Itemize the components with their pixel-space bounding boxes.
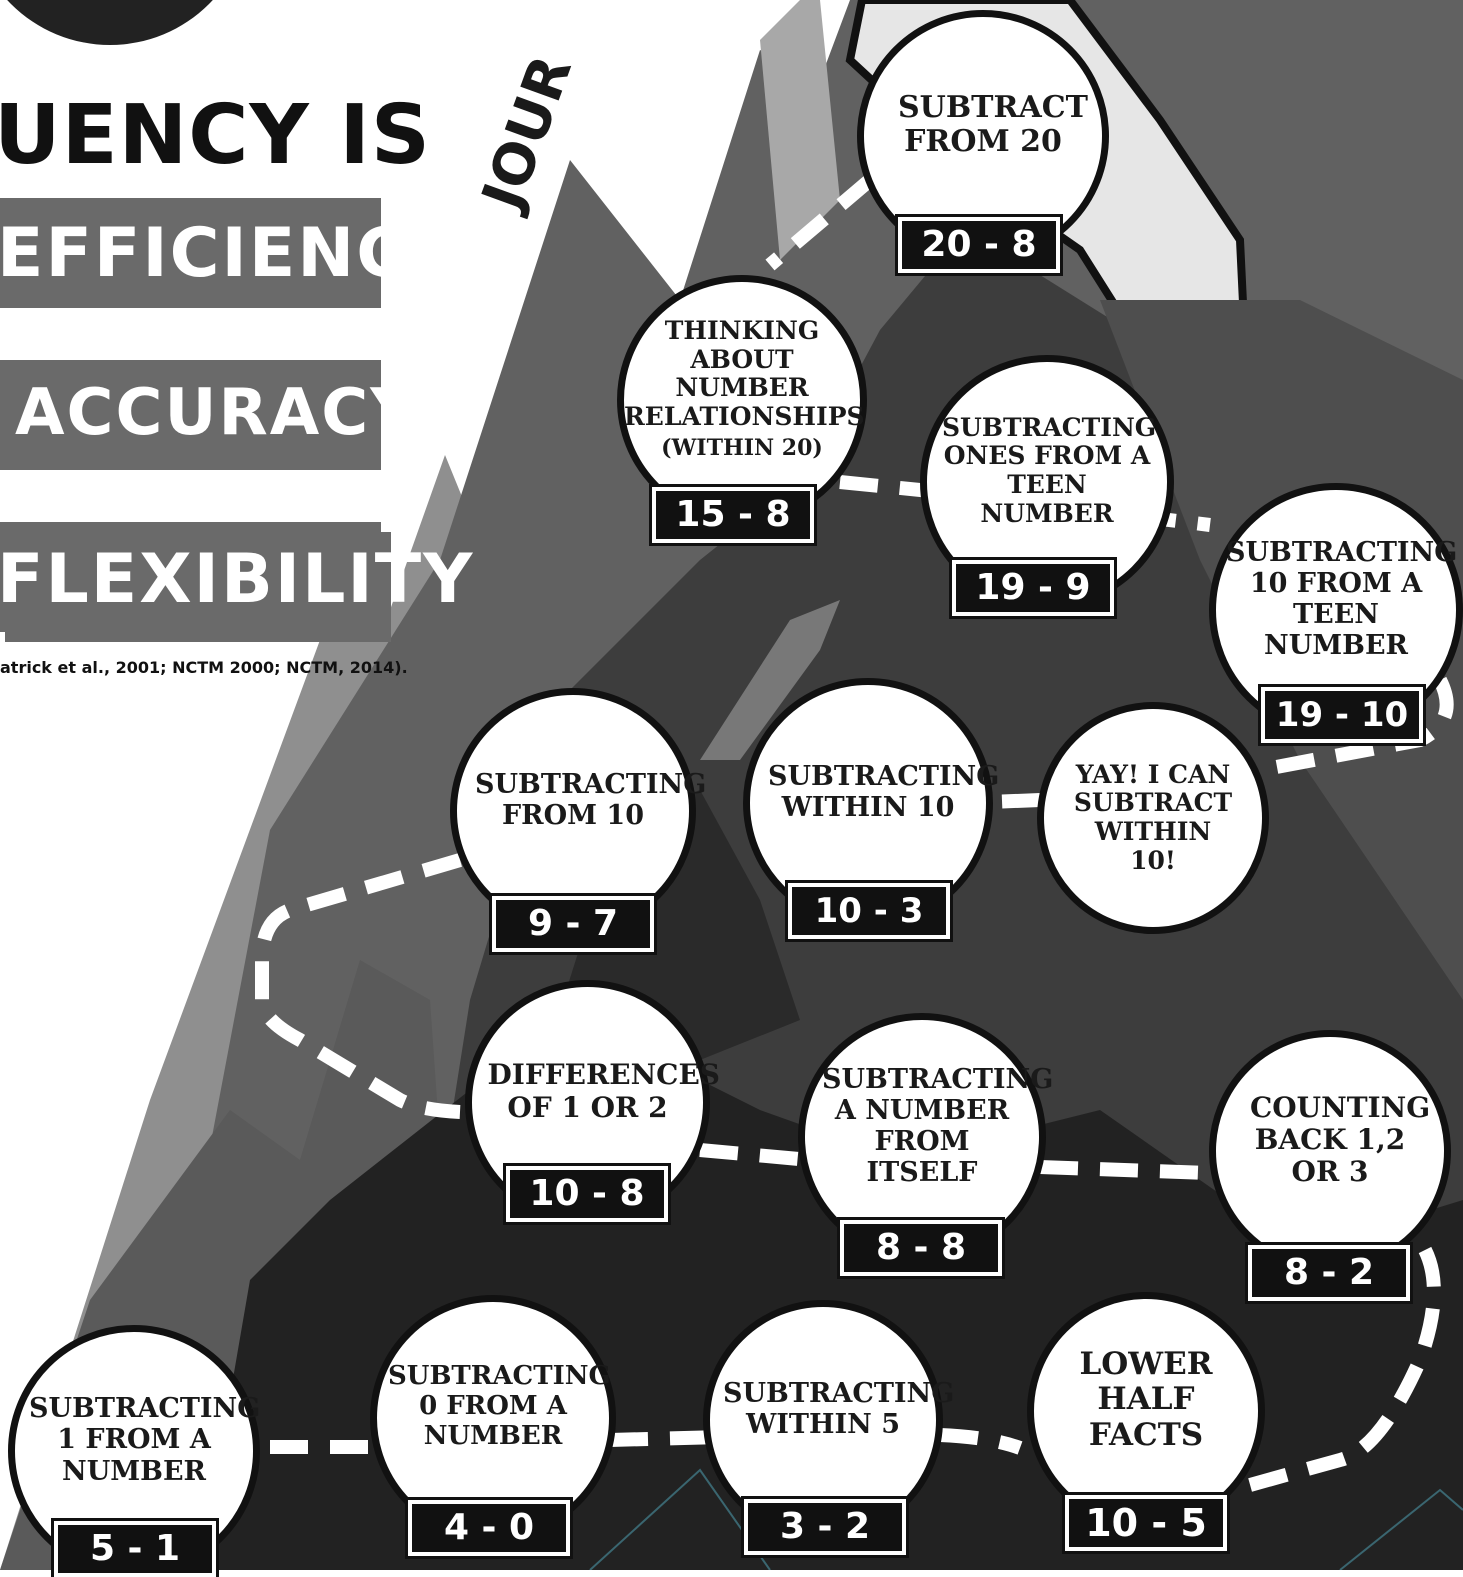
- milestone-circle: SUBTRACTING FROM 10: [450, 688, 707, 934]
- milestone-title: SUBTRACTING WITHIN 5: [723, 1377, 955, 1440]
- milestone-example: 4 - 0: [405, 1497, 573, 1559]
- milestone-subtitle: (WITHIN 20): [661, 434, 823, 461]
- milestone-title: SUBTRACTING 1 FROM A NUMBER: [29, 1393, 261, 1487]
- milestone-title: LOWER HALF FACTS: [1079, 1345, 1213, 1453]
- milestone-title: THINKING ABOUT NUMBER RELATIONSHIPS: [624, 315, 865, 432]
- mountain-peak-light: [760, 0, 840, 260]
- milestone-example: 15 - 8: [649, 484, 817, 546]
- milestone-title: DIFFERENCES OF 1 OR 2: [487, 1058, 721, 1124]
- milestone-title: SUBTRACTING ONES FROM A TEEN NUMBER: [942, 412, 1157, 528]
- milestone-title: SUBTRACTING 10 FROM A TEEN NUMBER: [1226, 536, 1458, 662]
- milestone-example: 19 - 10: [1258, 684, 1426, 746]
- milestone-example: 10 - 5: [1062, 1492, 1230, 1554]
- efficiency-label: EFFICIENCY: [0, 214, 460, 293]
- accuracy-bar: ACCURACY: [0, 360, 417, 470]
- accuracy-label: ACCURACY: [15, 376, 419, 450]
- milestone-title: SUBTRACTING FROM 10: [475, 768, 707, 831]
- flexibility-bar: FLEXIBILITY: [0, 522, 472, 632]
- fluency-heading: UENCY IS: [0, 88, 431, 183]
- milestone-title: YAY! I CAN SUBTRACT WITHIN 10!: [1073, 759, 1233, 875]
- milestone-circle: THINKING ABOUT NUMBER RELATIONSHIPS (WIT…: [617, 275, 867, 525]
- milestone-example: 20 - 8: [895, 214, 1063, 276]
- milestone-title: SUBTRACTING WITHIN 10: [768, 760, 1000, 823]
- mountain-ridge-highlight: [700, 600, 840, 760]
- milestone-title: SUBTRACTING 0 FROM A NUMBER: [388, 1361, 611, 1451]
- milestone-example: 10 - 3: [785, 880, 953, 942]
- efficiency-bar: EFFICIENCY: [0, 198, 457, 308]
- citation: atrick et al., 2001; NCTM 2000; NCTM, 20…: [0, 658, 408, 677]
- milestone-title: COUNTING BACK 1,2 OR 3: [1250, 1090, 1431, 1189]
- milestone-circle: COUNTING BACK 1,2 OR 3: [1209, 1030, 1451, 1272]
- milestone-circle: SUBTRACTING WITHIN 10: [743, 678, 1000, 928]
- milestone-example: 8 - 8: [837, 1217, 1005, 1279]
- milestone-example: 8 - 2: [1245, 1242, 1413, 1304]
- top-left-dark-circle: [7, 0, 213, 45]
- milestone-example: 9 - 7: [489, 893, 657, 955]
- milestone-example: 19 - 9: [949, 557, 1117, 619]
- milestone-example: 3 - 2: [741, 1496, 909, 1558]
- milestone-title: SUBTRACTING A NUMBER FROM ITSELF: [822, 1063, 1054, 1189]
- milestone-circle: YAY! I CAN SUBTRACT WITHIN 10!: [1037, 702, 1269, 934]
- milestone-title: SUBTRACT FROM 20: [898, 89, 1088, 159]
- milestone-example: 5 - 1: [51, 1518, 219, 1577]
- flexibility-label: FLEXIBILITY: [0, 540, 475, 619]
- milestone-example: 10 - 8: [503, 1163, 671, 1225]
